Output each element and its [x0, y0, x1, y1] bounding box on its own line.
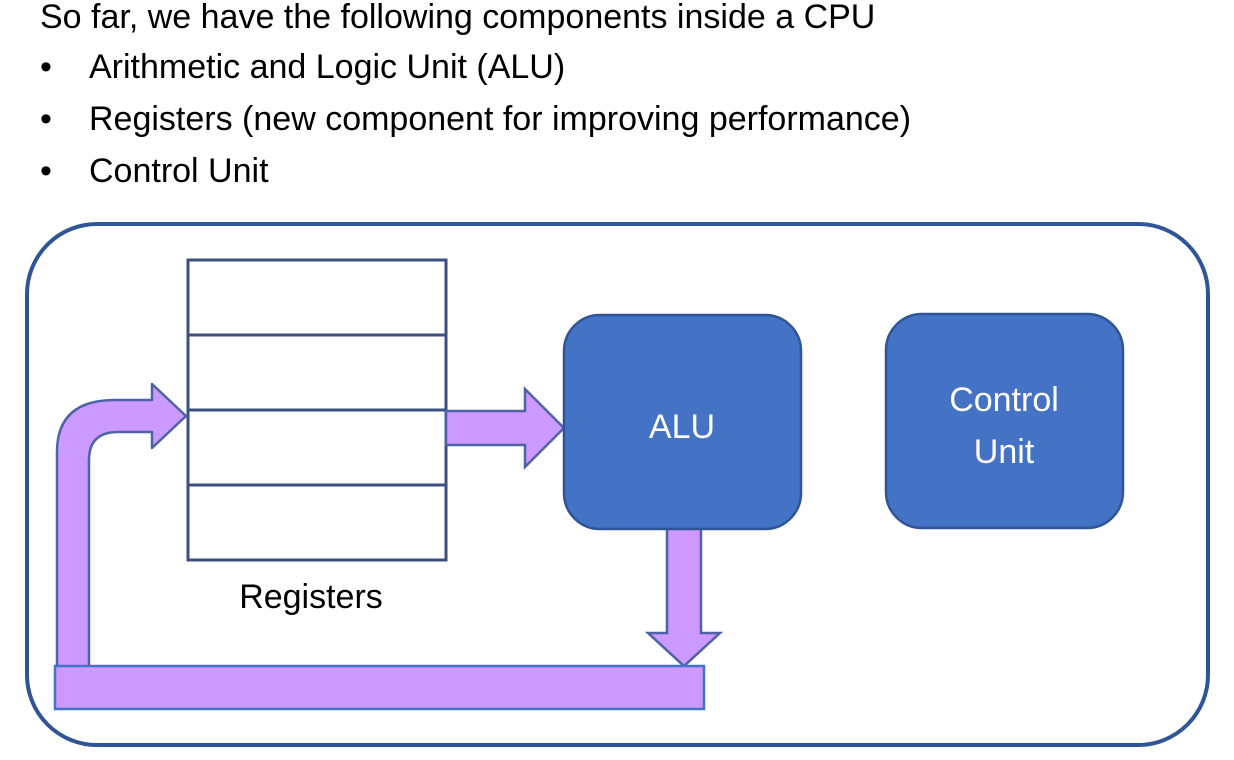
- alu-label: ALU: [649, 408, 715, 446]
- bullet-list: • Arithmetic and Logic Unit (ALU) • Regi…: [40, 50, 911, 206]
- bullet-dot: •: [40, 152, 52, 190]
- register-slot: [186, 408, 448, 487]
- bullet-dot: •: [40, 100, 52, 138]
- data-bus: [53, 664, 706, 711]
- register-file: [186, 258, 448, 562]
- alu-box: [562, 313, 803, 531]
- bullet-item-control-unit: • Control Unit: [40, 154, 911, 206]
- register-slot: [186, 258, 448, 337]
- intro-text: So far, we have the following components…: [40, 0, 876, 36]
- bullet-item-registers: • Registers (new component for improving…: [40, 102, 911, 154]
- alu-to-bus-arrow: [644, 526, 724, 668]
- bullet-text: Control Unit: [89, 152, 269, 190]
- control-unit-label-line1: Control: [949, 381, 1059, 419]
- register-slot: [186, 333, 448, 412]
- control-unit-box: [884, 312, 1125, 530]
- bullet-dot: •: [40, 48, 52, 86]
- registers-to-alu-arrow: [444, 385, 566, 471]
- register-slot: [186, 483, 448, 562]
- bus-to-registers-arrow: [55, 382, 188, 669]
- control-unit-label-line2: Unit: [974, 433, 1035, 471]
- registers-label: Registers: [239, 578, 383, 616]
- bullet-item-alu: • Arithmetic and Logic Unit (ALU): [40, 50, 911, 102]
- bullet-text: Registers (new component for improving p…: [89, 100, 912, 138]
- bullet-text: Arithmetic and Logic Unit (ALU): [89, 48, 566, 86]
